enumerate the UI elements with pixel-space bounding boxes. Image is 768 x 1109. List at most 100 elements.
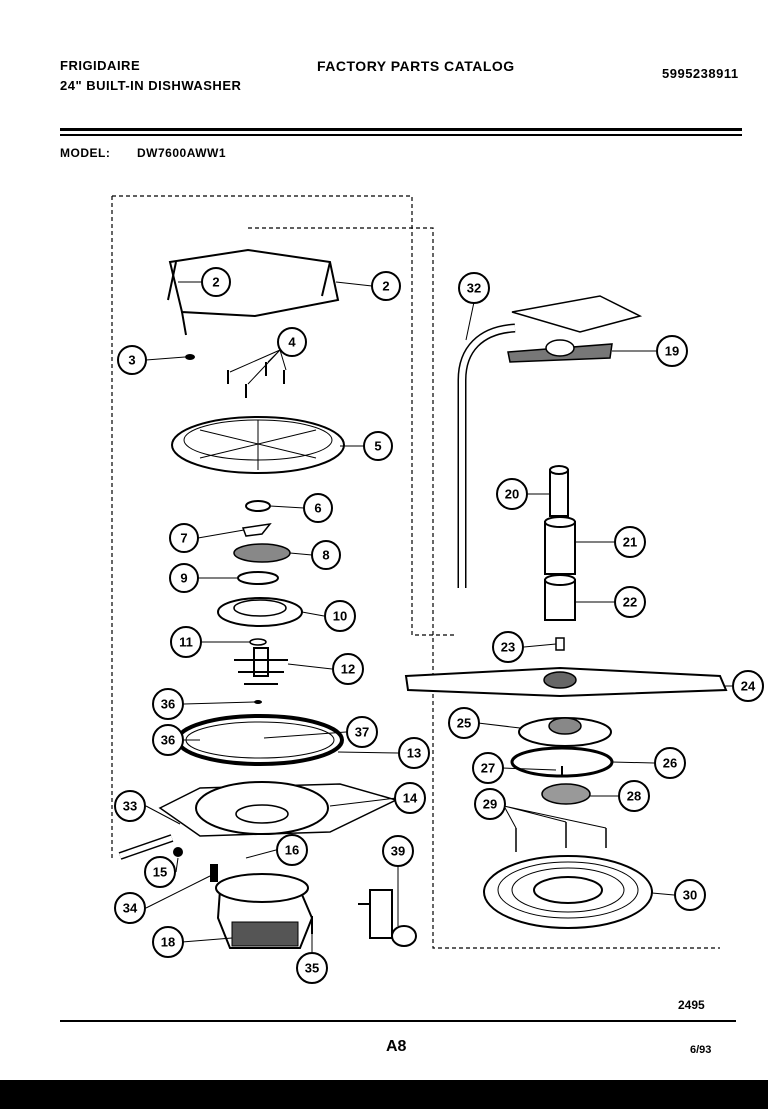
svg-text:36: 36 <box>161 733 175 748</box>
callout-18: 18 <box>152 926 184 958</box>
callout-36a: 36 <box>152 688 184 720</box>
footer-rule <box>60 1020 736 1022</box>
svg-text:3: 3 <box>128 353 135 368</box>
callout-15: 15 <box>144 856 176 888</box>
catalog-title: FACTORY PARTS CATALOG <box>317 58 515 74</box>
callout-36b: 36 <box>152 724 184 756</box>
leader-lines <box>145 281 732 952</box>
svg-text:26: 26 <box>663 756 677 771</box>
supply-tube-part-32 <box>457 323 516 588</box>
callout-22: 22 <box>614 586 646 618</box>
callout-13: 13 <box>398 737 430 769</box>
svg-text:4: 4 <box>288 335 296 350</box>
callout-11: 11 <box>170 626 202 658</box>
callout-6: 6 <box>303 493 333 523</box>
spray-tower-part-21 <box>544 516 576 575</box>
callout-28: 28 <box>618 780 650 812</box>
catalog-number: 5995238911 <box>662 66 739 81</box>
svg-text:16: 16 <box>285 843 299 858</box>
sump-part-30 <box>483 855 653 929</box>
svg-text:32: 32 <box>467 281 481 296</box>
part-7 <box>241 522 272 537</box>
svg-text:7: 7 <box>180 531 187 546</box>
motor-part-18 <box>215 873 314 949</box>
figure-number: 2495 <box>678 998 705 1012</box>
svg-text:22: 22 <box>623 595 637 610</box>
inlet-fitting-part-15 <box>118 834 174 860</box>
callout-2b: 2 <box>371 271 401 301</box>
callout-4: 4 <box>277 327 307 357</box>
svg-text:35: 35 <box>305 961 319 976</box>
callout-33: 33 <box>114 790 146 822</box>
svg-text:34: 34 <box>123 901 138 916</box>
callout-35: 35 <box>296 952 328 984</box>
svg-text:21: 21 <box>623 535 637 550</box>
callout-39: 39 <box>382 835 414 867</box>
svg-text:10: 10 <box>333 609 347 624</box>
svg-text:6: 6 <box>314 501 321 516</box>
callouts: 2 2 3 4 5 6 7 8 9 10 11 12 36 36 37 13 3… <box>114 267 764 984</box>
upper-rack-support <box>167 248 340 336</box>
model-number: DW7600AWW1 <box>137 146 227 160</box>
header-rule-bottom <box>60 134 742 136</box>
svg-text:24: 24 <box>741 679 756 694</box>
svg-text:13: 13 <box>407 746 421 761</box>
callout-32: 32 <box>458 272 490 304</box>
callout-8: 8 <box>311 540 341 570</box>
svg-text:8: 8 <box>322 548 329 563</box>
lower-spray-arm-part-24 <box>404 666 728 698</box>
oring-part-11 <box>249 638 267 646</box>
housing-part-10 <box>217 597 303 627</box>
svg-text:19: 19 <box>665 344 679 359</box>
nut-part-23 <box>555 637 565 651</box>
spray-tower-part-20 <box>549 465 569 517</box>
screws-part-4 <box>227 362 285 398</box>
callout-5: 5 <box>363 431 393 461</box>
callout-14: 14 <box>394 782 426 814</box>
nut-part-3 <box>185 354 195 360</box>
screw-part-34 <box>210 864 218 882</box>
callout-29: 29 <box>474 788 506 820</box>
svg-text:5: 5 <box>374 439 381 454</box>
part-25 <box>518 717 612 747</box>
spray-tower-part-22 <box>544 574 576 621</box>
filter-screen <box>171 416 345 474</box>
svg-text:2: 2 <box>382 279 389 294</box>
chopper-part-8 <box>233 543 291 563</box>
svg-text:11: 11 <box>179 635 193 650</box>
callout-7: 7 <box>169 523 199 553</box>
screws-part-29 <box>515 822 607 852</box>
svg-text:39: 39 <box>391 844 405 859</box>
svg-text:23: 23 <box>501 640 515 655</box>
svg-text:37: 37 <box>355 725 369 740</box>
svg-text:12: 12 <box>341 662 355 677</box>
svg-text:36: 36 <box>161 697 175 712</box>
svg-text:27: 27 <box>481 761 495 776</box>
svg-text:25: 25 <box>457 716 471 731</box>
callout-20: 20 <box>496 478 528 510</box>
scan-border <box>0 1080 768 1109</box>
upper-spray-arm-part-19 <box>507 295 643 363</box>
pump-base-part-14 <box>158 781 399 837</box>
callout-23: 23 <box>492 631 524 663</box>
callout-3: 3 <box>117 345 147 375</box>
part-9 <box>237 571 279 585</box>
part-28 <box>541 783 591 805</box>
svg-text:15: 15 <box>153 865 167 880</box>
svg-text:20: 20 <box>505 487 519 502</box>
svg-text:14: 14 <box>403 791 418 806</box>
assembly-boundaries <box>111 195 720 949</box>
callout-30: 30 <box>674 879 706 911</box>
callout-26: 26 <box>654 747 686 779</box>
impeller-part-12 <box>234 647 288 685</box>
svg-text:9: 9 <box>180 571 187 586</box>
callout-21: 21 <box>614 526 646 558</box>
callout-37: 37 <box>346 716 378 748</box>
supply-tube-inner <box>459 325 516 588</box>
brand-name: FRIGIDAIRE <box>60 58 141 73</box>
header-rule-top <box>60 128 742 131</box>
callout-16: 16 <box>276 834 308 866</box>
callout-2a: 2 <box>201 267 231 297</box>
part-34-nut <box>173 847 183 857</box>
callout-9: 9 <box>169 563 199 593</box>
